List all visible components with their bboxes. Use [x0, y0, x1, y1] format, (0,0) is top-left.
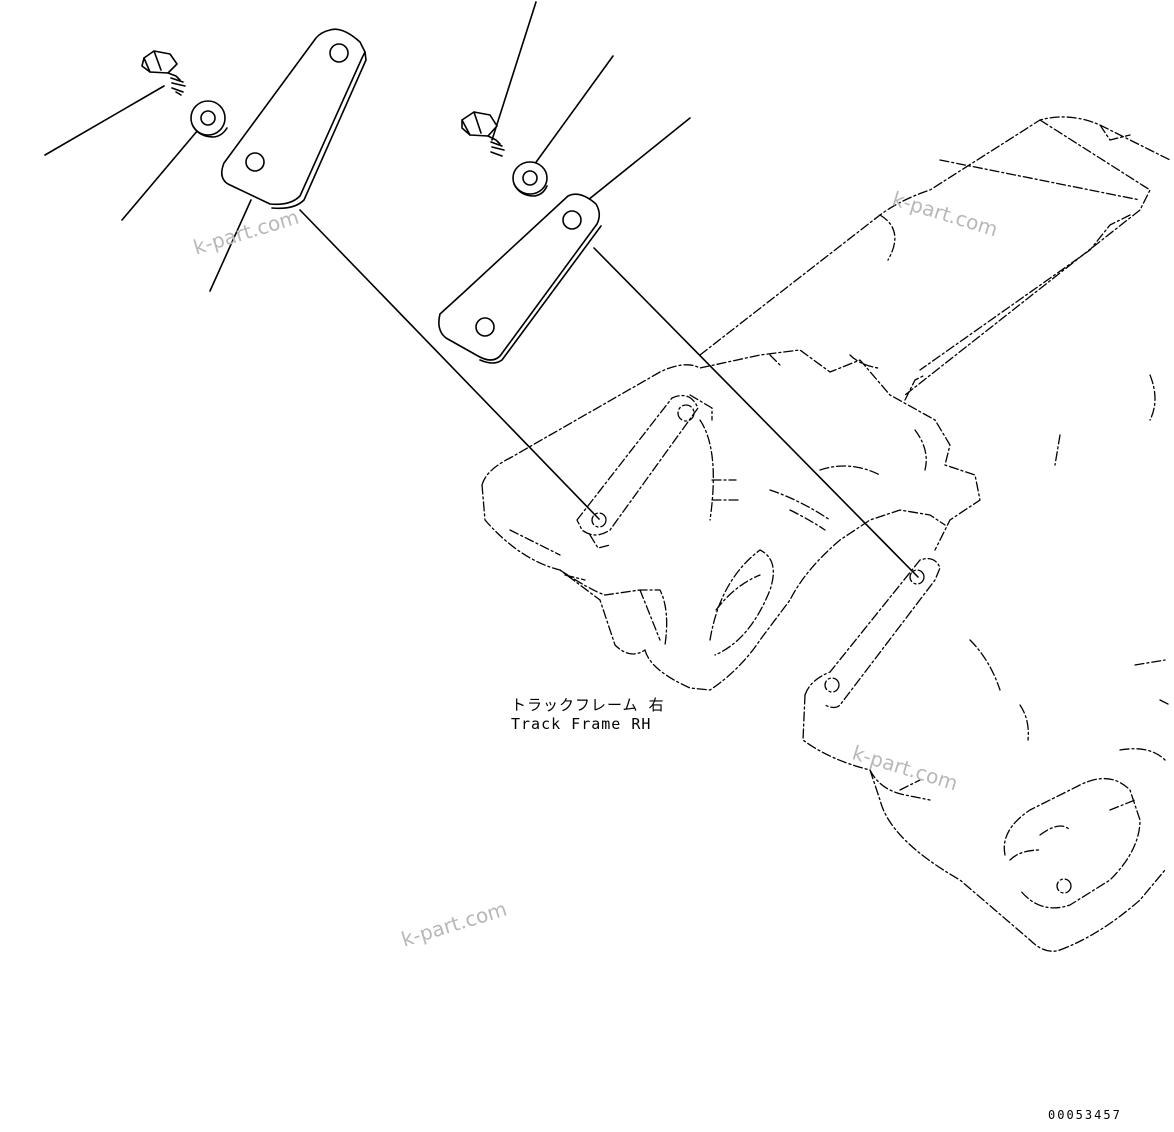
washer-right [512, 161, 548, 197]
assembly-lines [299, 209, 919, 578]
leader-line-bolt-left [44, 85, 165, 156]
leader-lines [44, 1, 691, 292]
leader-line-plate-right [587, 117, 691, 201]
leader-line-bolt-right [491, 1, 537, 141]
leader-line-washer-right [533, 55, 614, 166]
part-label-japanese: トラックフレーム 右 [511, 696, 665, 714]
part-label-english: Track Frame RH [511, 715, 652, 733]
assembly-line-left [299, 209, 600, 520]
figure-number: 00053457 [1048, 1108, 1122, 1122]
plate-right [438, 193, 602, 364]
track-frame [481, 116, 1171, 952]
bolt-right [461, 111, 505, 157]
leader-line-plate-left [209, 199, 252, 292]
assembly-line-right [593, 247, 919, 578]
washer-left [190, 100, 228, 138]
plate-left [220, 28, 367, 210]
leader-line-washer-left [121, 129, 199, 221]
bolt-left [141, 50, 186, 96]
